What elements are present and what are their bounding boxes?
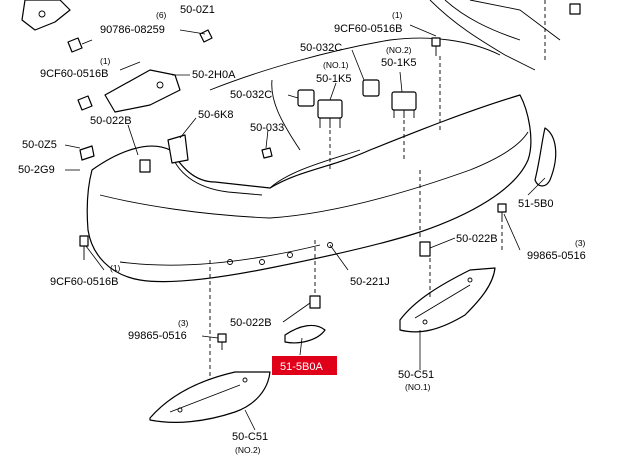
callout-9cf60-bottom-left: (1) 9CF60-0516B <box>50 263 121 288</box>
callout-51-5b0a-highlight[interactable]: 51-5B0A <box>272 356 337 375</box>
qty-99865-right: (3) <box>575 238 586 248</box>
callout-50-c51-no2: 50-C51 (NO.2) <box>232 431 268 455</box>
code-50-1k5-no1: 50-1K5 <box>316 73 351 85</box>
code-50-032c-lower: 50-032C <box>230 89 272 101</box>
fasteners <box>67 3 581 350</box>
code-9cf60-bottom-left: 9CF60-0516B <box>50 276 119 288</box>
code-50-2g9: 50-2G9 <box>18 164 55 176</box>
highlight-box <box>272 356 337 375</box>
code-50-2h0a: 50-2H0A <box>192 69 236 81</box>
code-90786-08259: 90786-08259 <box>100 24 165 36</box>
code-51-5b0: 51-5B0 <box>518 198 553 210</box>
code-50-1k5: 50-1K5 <box>381 57 416 69</box>
parking-sensor-no1 <box>317 99 343 128</box>
side-reflector-5b0 <box>534 127 557 187</box>
code-9cf60-top-left: 9CF60-0516B <box>40 68 109 80</box>
note-50-1k5-no1: (NO.1) <box>323 60 349 70</box>
code-50-c51-no1: 50-C51 <box>398 369 434 381</box>
side-bracket-2h0a <box>104 69 181 113</box>
code-50-032c-upper: 50-032C <box>300 42 342 54</box>
trunk-body-outline <box>429 0 561 71</box>
code-99865-right: 99865-0516 <box>527 250 586 262</box>
clip-6k8 <box>167 134 189 164</box>
code-50-022b-bottom: 50-022B <box>230 317 272 329</box>
qty-9cf60-bottom-left: (1) <box>110 263 121 273</box>
code-50-0z1: 50-0Z1 <box>180 4 215 16</box>
code-50-033: 50-033 <box>250 122 284 134</box>
callout-90786-08259: (6) 90786-08259 <box>100 10 167 36</box>
qty-90786-08259: (6) <box>156 10 167 20</box>
note-50-c51-no2: (NO.2) <box>235 445 261 455</box>
callout-9cf60-top-right: (1) 9CF60-0516B <box>334 10 403 35</box>
code-50-022b-right: 50-022B <box>456 233 498 245</box>
code-50-c51-no2: 50-C51 <box>232 431 268 443</box>
rear-bumper-cover <box>86 37 532 283</box>
code-50-0z5: 50-0Z5 <box>22 139 57 151</box>
callout-50-c51-no1: 50-C51 (NO.1) <box>398 369 434 392</box>
code-99865-left: 99865-0516 <box>128 330 187 342</box>
reflector-5b0a <box>284 324 326 344</box>
note-50-c51-no1: (NO.1) <box>405 382 431 392</box>
qty-9cf60-top-left: (1) <box>100 56 111 66</box>
callout-99865-left: (3) 99865-0516 <box>128 318 189 342</box>
callout-9cf60-top-left: (1) 9CF60-0516B <box>40 56 111 80</box>
assembly-guide-lines <box>83 56 503 380</box>
code-50-022b-left: 50-022B <box>90 115 132 127</box>
upper-left-bracket <box>21 0 71 31</box>
qty-9cf60-top-right: (1) <box>392 10 403 20</box>
parking-sensor-no2 <box>391 91 417 118</box>
callout-50-1k5-no1: (NO.1) 50-1K5 <box>316 60 351 85</box>
code-50-221j: 50-221J <box>350 276 390 288</box>
leader-lines <box>64 24 546 431</box>
code-51-5b0a: 51-5B0A <box>280 361 323 373</box>
splash-shield-no1 <box>399 267 496 333</box>
note-50-032c-upper: (NO.2) <box>386 45 412 55</box>
code-50-6k8: 50-6K8 <box>198 109 233 121</box>
qty-99865-left: (3) <box>178 318 189 328</box>
callout-50-032c-upper: 50-032C (NO.2) <box>300 42 412 55</box>
code-9cf60-top-right: 9CF60-0516B <box>334 23 403 35</box>
callout-99865-right: (3) 99865-0516 <box>527 238 586 262</box>
sensor-holder-032c <box>297 79 380 107</box>
splash-shield-no2 <box>149 371 271 423</box>
